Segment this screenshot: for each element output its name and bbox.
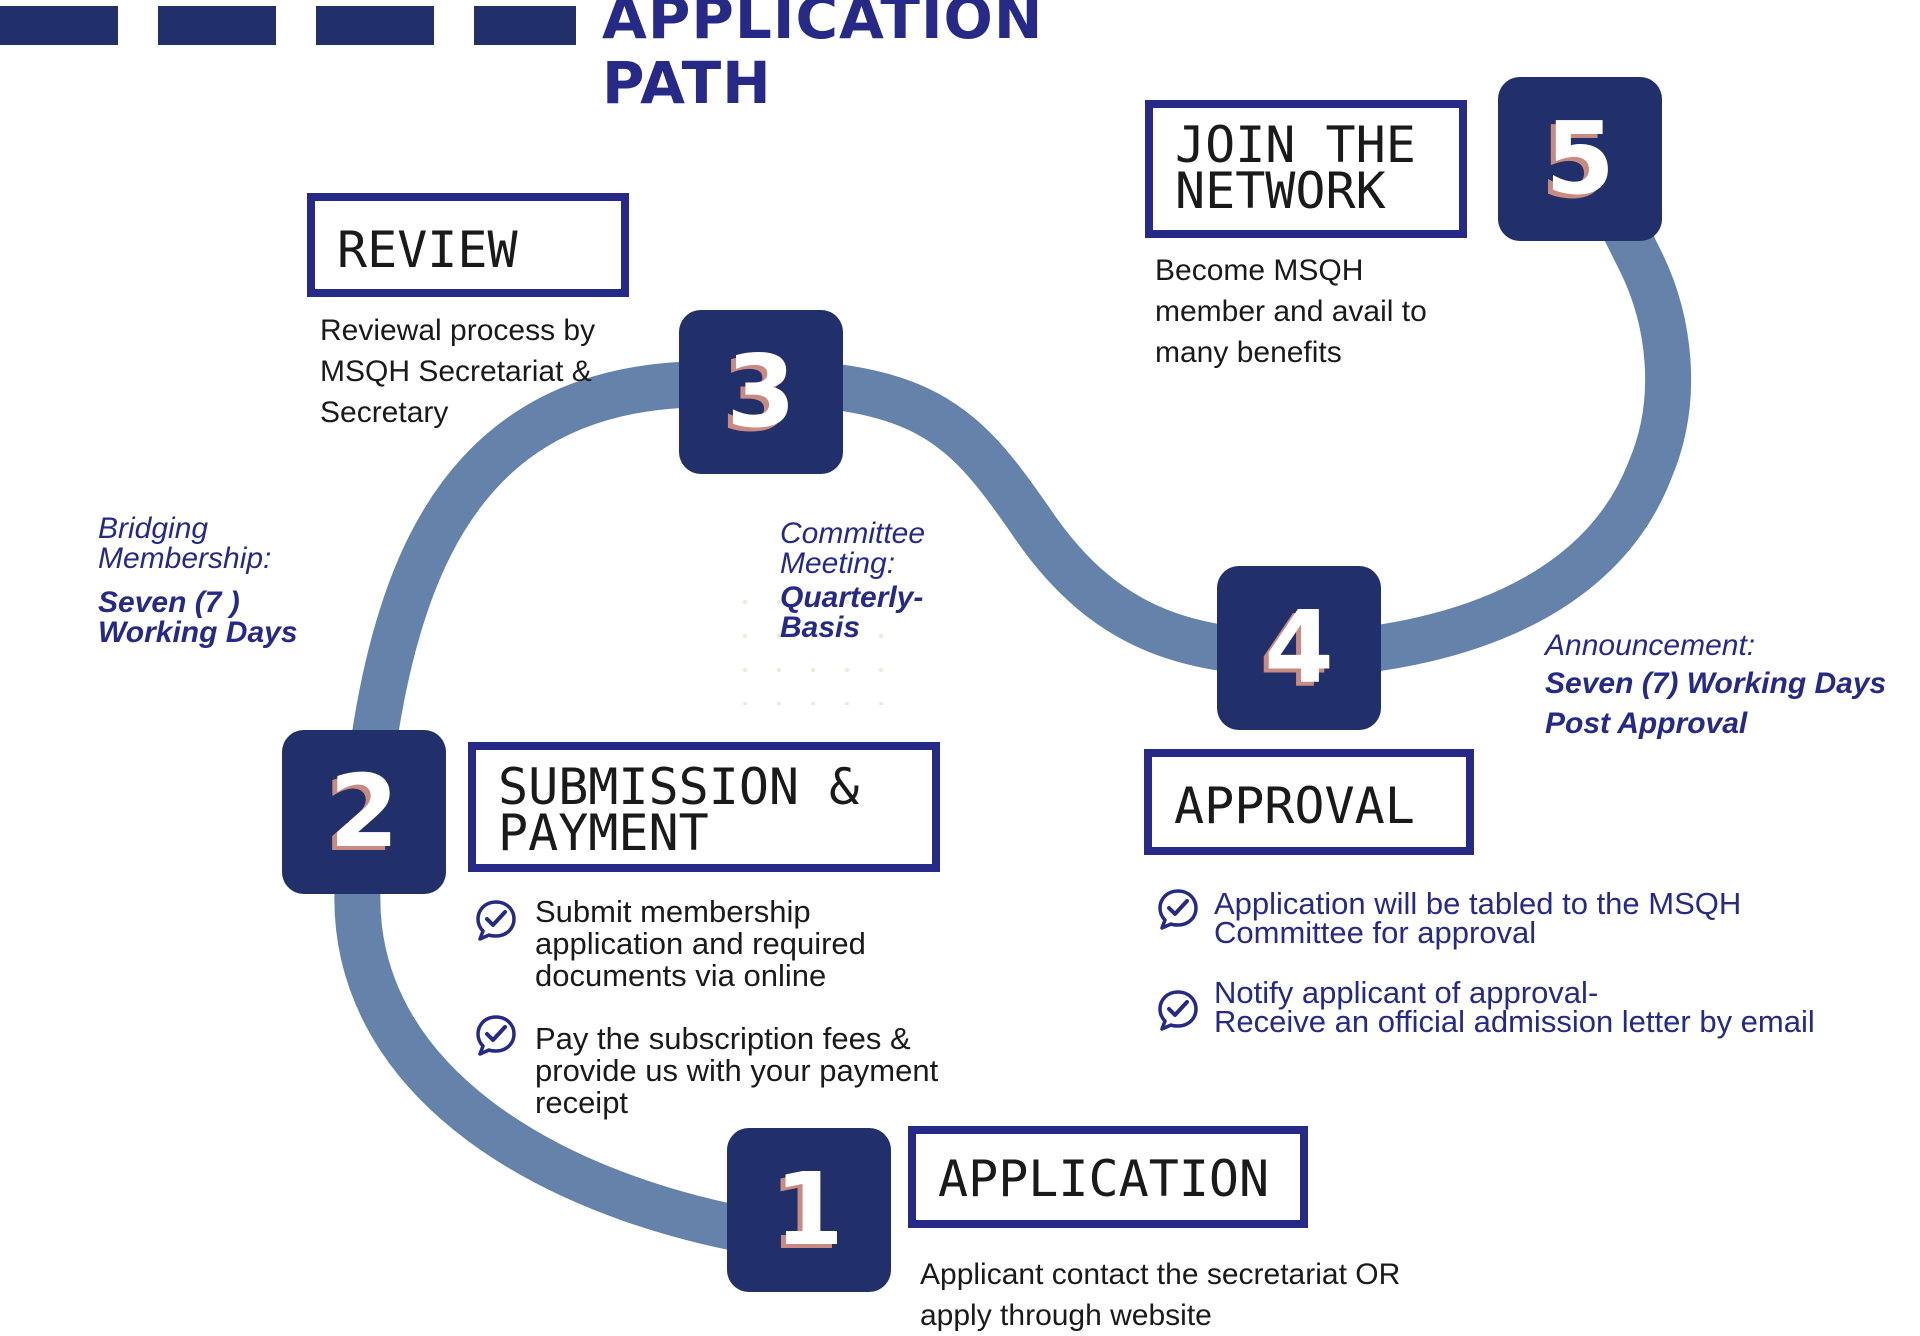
committee-value-line-2: Basis xyxy=(780,611,861,644)
header-dash-3 xyxy=(316,6,434,45)
chat-check-icon xyxy=(1158,889,1198,930)
step-3-description: Reviewal process by MSQH Secretariat & S… xyxy=(320,310,595,433)
step-4-bullet-1-line-2: Committee for approval xyxy=(1214,915,1537,950)
step-1-title-box: APPLICATION xyxy=(908,1126,1308,1228)
step-2-bullet-1-line-3: documents via online xyxy=(535,958,827,993)
step-2-bullet-2-line-3: receipt xyxy=(535,1085,629,1120)
step-2-number-box: 2 xyxy=(282,730,446,894)
bridging-value-line-1: Seven (7 ) xyxy=(98,586,240,619)
step-3-description-line-1: Reviewal process by xyxy=(320,314,596,347)
header-dash-1 xyxy=(0,6,118,45)
chat-check-icon xyxy=(476,1015,516,1056)
step-5-description-line-3: many benefits xyxy=(1155,336,1342,369)
step-4-title-box: APPROVAL xyxy=(1144,749,1474,855)
committee-label-line-2: Meeting: xyxy=(780,547,896,580)
announcement-label: Announcement: xyxy=(1545,629,1756,662)
page-title-line-2: PATH xyxy=(602,49,772,117)
step-1-description-line-2: apply through website xyxy=(920,1299,1212,1332)
chat-check-icon xyxy=(476,900,516,941)
committee-value-line-1: Quarterly- xyxy=(780,581,924,614)
step-3-description-line-2: MSQH Secretariat & xyxy=(320,355,592,388)
step-4-bullet-1-line-1: Application will be tabled to the MSQH xyxy=(1214,886,1742,921)
step-2-title-line-2: PAYMENT xyxy=(498,804,709,862)
step-3-number-box: 3 xyxy=(679,310,843,474)
step-2-bullet-2: Pay the subscription fees & provide us w… xyxy=(535,1023,938,1119)
step-3-number: 3 xyxy=(726,333,796,450)
step-5-number: 5 xyxy=(1545,100,1615,217)
step-1-number-box: 1 xyxy=(727,1128,891,1292)
step-4-bullet-2-line-2: Receive an official admission letter by … xyxy=(1214,1004,1815,1039)
step-5-description: Become MSQH member and avail to many ben… xyxy=(1155,250,1427,373)
step-1-number: 1 xyxy=(774,1151,844,1268)
step-2-title-line-1: SUBMISSION & xyxy=(498,758,860,816)
bridging-value-line-2: Working Days xyxy=(98,616,298,649)
header-dash-4 xyxy=(474,6,576,45)
bridging-label-line-1: Bridging xyxy=(98,512,209,545)
step-4-title: APPROVAL xyxy=(1174,777,1415,835)
step-1-description-line-1: Applicant contact the secretariat OR xyxy=(920,1258,1401,1291)
step-2-title-box: SUBMISSION & PAYMENT xyxy=(468,742,940,872)
step-2-bullet-1: Submit membership application and requir… xyxy=(535,896,866,992)
step-2-bullet-2-line-1: Pay the subscription fees & xyxy=(535,1021,911,1056)
bridging-membership-note: Bridging Membership: Seven (7 ) Working … xyxy=(98,514,298,648)
step-2-bullet-1-line-1: Submit membership xyxy=(535,894,811,929)
step-3-description-line-3: Secretary xyxy=(320,396,449,429)
dot-pattern xyxy=(728,585,908,705)
step-5-number-box: 5 xyxy=(1498,77,1662,241)
step-3-title: REVIEW xyxy=(337,221,518,279)
step-4-bullet-2: Notify applicant of approval- Receive an… xyxy=(1214,975,1815,1039)
step-5-title-line-1: JOIN THE xyxy=(1175,116,1416,174)
step-4-bullet-1: Application will be tabled to the MSQH C… xyxy=(1214,886,1742,950)
committee-label-line-1: Committee xyxy=(780,517,926,550)
step-1-description: Applicant contact the secretariat OR app… xyxy=(920,1254,1400,1336)
step-5-description-line-1: Become MSQH xyxy=(1155,254,1364,287)
step-3-title-box: REVIEW xyxy=(307,193,629,297)
step-4-bullet-2-line-1: Notify applicant of approval- xyxy=(1214,975,1599,1010)
header-dash-2 xyxy=(158,6,276,45)
step-4-number: 4 xyxy=(1264,589,1334,706)
step-5-title-line-2: NETWORK xyxy=(1175,162,1386,220)
step-5-description-line-2: member and avail to xyxy=(1155,295,1427,328)
step-4-number-box: 4 xyxy=(1217,566,1381,730)
announcement-value-line-1: Seven (7) Working Days xyxy=(1545,667,1887,700)
step-2-number: 2 xyxy=(329,753,399,870)
step-2-bullet-1-line-2: application and required xyxy=(535,926,866,961)
step-1-title: APPLICATION xyxy=(938,1150,1270,1208)
bridging-label-line-2: Membership: xyxy=(98,542,272,575)
committee-meeting-note: Committee Meeting: Quarterly- Basis xyxy=(780,519,925,643)
path-line xyxy=(334,157,1692,1263)
step-5-title-box: JOIN THE NETWORK xyxy=(1145,100,1467,238)
page-title: APPLICATION PATH xyxy=(602,0,1043,116)
announcement-value-line-2: Post Approval xyxy=(1545,707,1748,740)
announcement-note: Announcement: Seven (7) Working Days Pos… xyxy=(1545,628,1886,744)
page-title-line-1: APPLICATION xyxy=(602,0,1044,52)
step-2-bullet-2-line-2: provide us with your payment xyxy=(535,1053,939,1088)
chat-check-icon xyxy=(1158,990,1198,1031)
